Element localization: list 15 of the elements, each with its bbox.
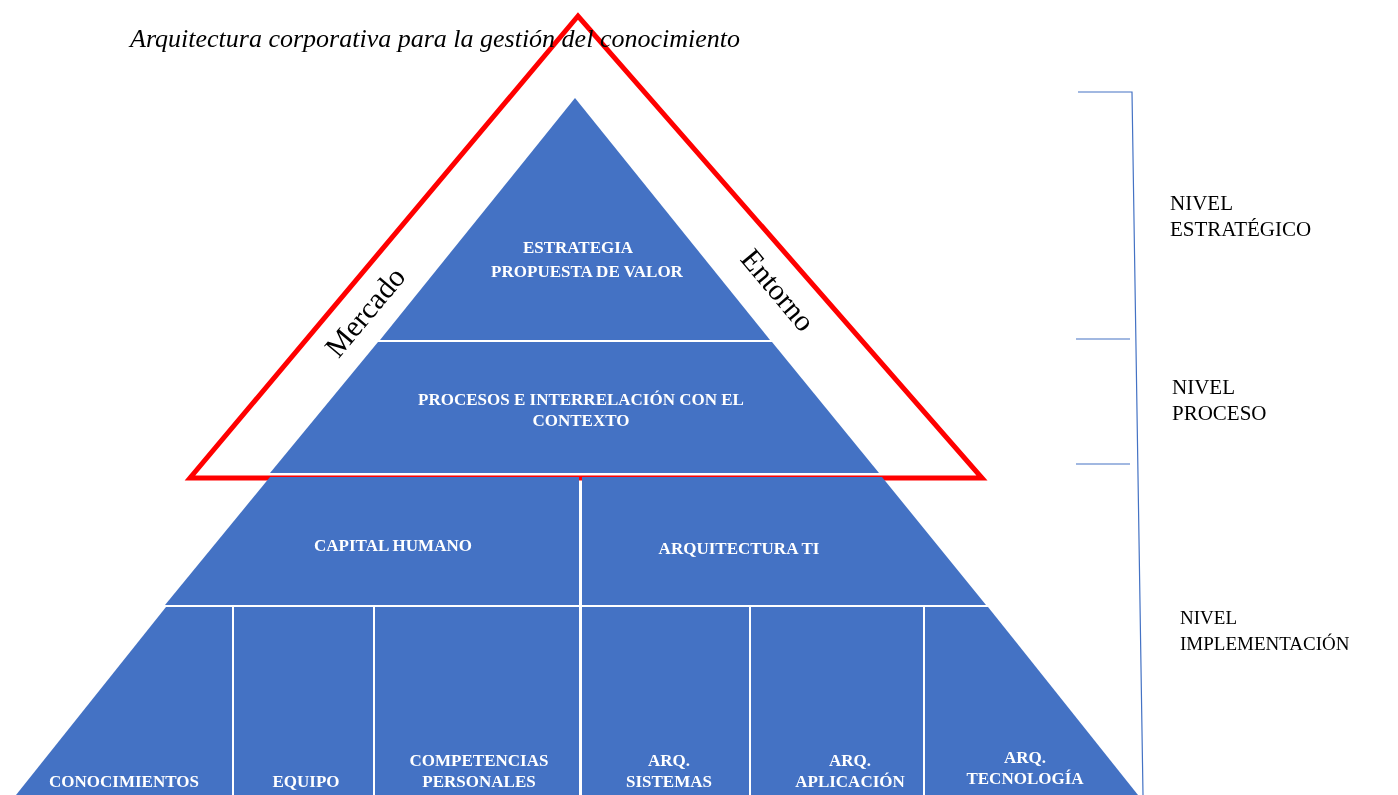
segment-label: ARQ. SISTEMAS [626, 750, 712, 792]
title: Arquitectura corporativa para la gestión del conocimiento [130, 24, 740, 54]
level-label: NIVEL ESTRATÉGICO [1170, 190, 1312, 242]
segment-label: ARQ. TECNOLOGÍA [966, 747, 1084, 789]
tier-label: PROPUESTA DE VALOR [491, 260, 683, 282]
segment-label: ARQUITECTURA TI [658, 537, 820, 559]
level-label: NIVEL PROCESO [1172, 374, 1267, 426]
segment-label: COMPETENCIAS PERSONALES [409, 750, 549, 792]
segment-label: CAPITAL HUMANO [314, 534, 472, 556]
level-label: NIVEL IMPLEMENTACIÓN [1180, 606, 1350, 656]
segment-label: ARQ. APLICACIÓN [795, 750, 905, 792]
segment-label: EQUIPO [272, 770, 340, 792]
tier-label: PROCESOS E INTERRELACIÓN CON EL CONTEXTO [417, 389, 745, 431]
segment-label: CONOCIMIENTOS [49, 770, 199, 792]
tier-label: ESTRATEGIA [522, 236, 634, 258]
